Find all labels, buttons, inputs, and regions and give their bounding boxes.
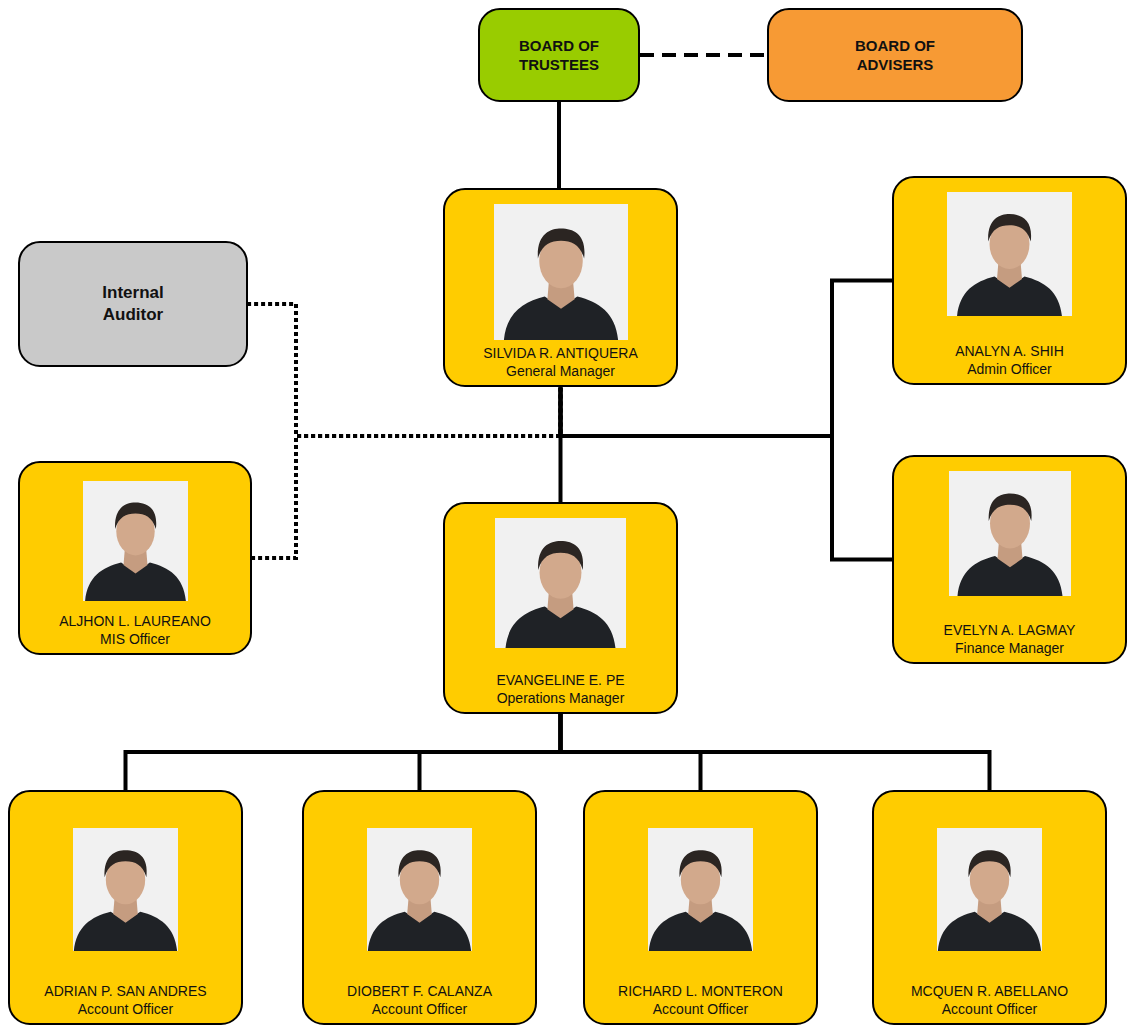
text-group: BOARD OF ADVISERS: [779, 36, 1011, 75]
portrait-photo: [83, 481, 188, 601]
advisory-link: [640, 53, 767, 57]
staff-title: General Manager: [451, 362, 670, 380]
staff-box: SILVIDA R. ANTIQUERAGeneral Manager: [443, 188, 678, 387]
board-box: BOARD OF TRUSTEES: [478, 8, 640, 102]
staff-name: ANALYN A. SHIH: [900, 342, 1119, 360]
text-group: MCQUEN R. ABELLANOAccount Officer: [874, 982, 1105, 1018]
text-group: EVANGELINE E. PEOperations Manager: [445, 671, 676, 707]
staff-name: MCQUEN R. ABELLANO: [880, 982, 1099, 1000]
staff-box: ADRIAN P. SAN ANDRESAccount Officer: [8, 790, 243, 1025]
portrait-figure: [648, 828, 753, 951]
portrait-photo: [648, 828, 753, 951]
staff-box: EVANGELINE E. PEOperations Manager: [443, 502, 678, 714]
staff-name: EVANGELINE E. PE: [451, 671, 670, 689]
text-group: SILVIDA R. ANTIQUERAGeneral Manager: [445, 344, 676, 380]
portrait-figure: [494, 204, 628, 340]
staff-title: MIS Officer: [26, 630, 244, 648]
staff-box: ALJHON L. LAUREANOMIS Officer: [18, 461, 252, 655]
staff-title: Account Officer: [880, 1000, 1099, 1018]
portrait-photo: [495, 518, 626, 648]
board-title: BOARD OF TRUSTEES: [504, 36, 614, 75]
staff-name: EVELYN A. LAGMAY: [900, 621, 1119, 639]
portrait-photo: [367, 828, 472, 951]
reporting-line: [561, 714, 990, 790]
board-box: BOARD OF ADVISERS: [767, 8, 1023, 102]
board-title: BOARD OF ADVISERS: [840, 36, 950, 75]
text-group: Internal Auditor: [30, 282, 236, 326]
staff-title: Admin Officer: [900, 360, 1119, 378]
portrait-figure: [495, 518, 626, 648]
text-group: BOARD OF TRUSTEES: [490, 36, 628, 75]
portrait-figure: [367, 828, 472, 951]
staff-title: Account Officer: [591, 1000, 810, 1018]
staff-box: DIOBERT F. CALANZAAccount Officer: [302, 790, 537, 1025]
portrait-photo: [494, 204, 628, 340]
staff-title: Operations Manager: [451, 689, 670, 707]
staff-name: ALJHON L. LAUREANO: [26, 612, 244, 630]
reporting-line: [126, 714, 561, 790]
portrait-figure: [937, 828, 1042, 951]
portrait-photo: [937, 828, 1042, 951]
staff-title: Account Officer: [310, 1000, 529, 1018]
staff-box: EVELYN A. LAGMAYFinance Manager: [892, 455, 1127, 664]
staff-title: Finance Manager: [900, 639, 1119, 657]
portrait-photo: [947, 192, 1072, 316]
reporting-line: [420, 714, 561, 790]
text-group: ANALYN A. SHIHAdmin Officer: [894, 342, 1125, 378]
staff-name: DIOBERT F. CALANZA: [310, 982, 529, 1000]
text-group: RICHARD L. MONTERONAccount Officer: [585, 982, 816, 1018]
text-group: EVELYN A. LAGMAYFinance Manager: [894, 621, 1125, 657]
staff-title: Account Officer: [16, 1000, 235, 1018]
text-group: DIOBERT F. CALANZAAccount Officer: [304, 982, 535, 1018]
text-group: ALJHON L. LAUREANOMIS Officer: [20, 612, 250, 648]
auditor-box: Internal Auditor: [18, 241, 248, 367]
portrait-photo: [73, 828, 178, 951]
staff-name: ADRIAN P. SAN ANDRES: [16, 982, 235, 1000]
staff-box: RICHARD L. MONTERONAccount Officer: [583, 790, 818, 1025]
portrait-figure: [949, 471, 1071, 596]
staff-box: ANALYN A. SHIHAdmin Officer: [892, 176, 1127, 385]
portrait-figure: [83, 481, 188, 601]
staff-name: RICHARD L. MONTERON: [591, 982, 810, 1000]
reporting-line: [557, 102, 561, 188]
text-group: ADRIAN P. SAN ANDRESAccount Officer: [10, 982, 241, 1018]
staff-name: SILVIDA R. ANTIQUERA: [451, 344, 670, 362]
board-title: Internal Auditor: [83, 282, 183, 326]
staff-box: MCQUEN R. ABELLANOAccount Officer: [872, 790, 1107, 1025]
portrait-photo: [949, 471, 1071, 596]
portrait-figure: [947, 192, 1072, 316]
portrait-figure: [73, 828, 178, 951]
